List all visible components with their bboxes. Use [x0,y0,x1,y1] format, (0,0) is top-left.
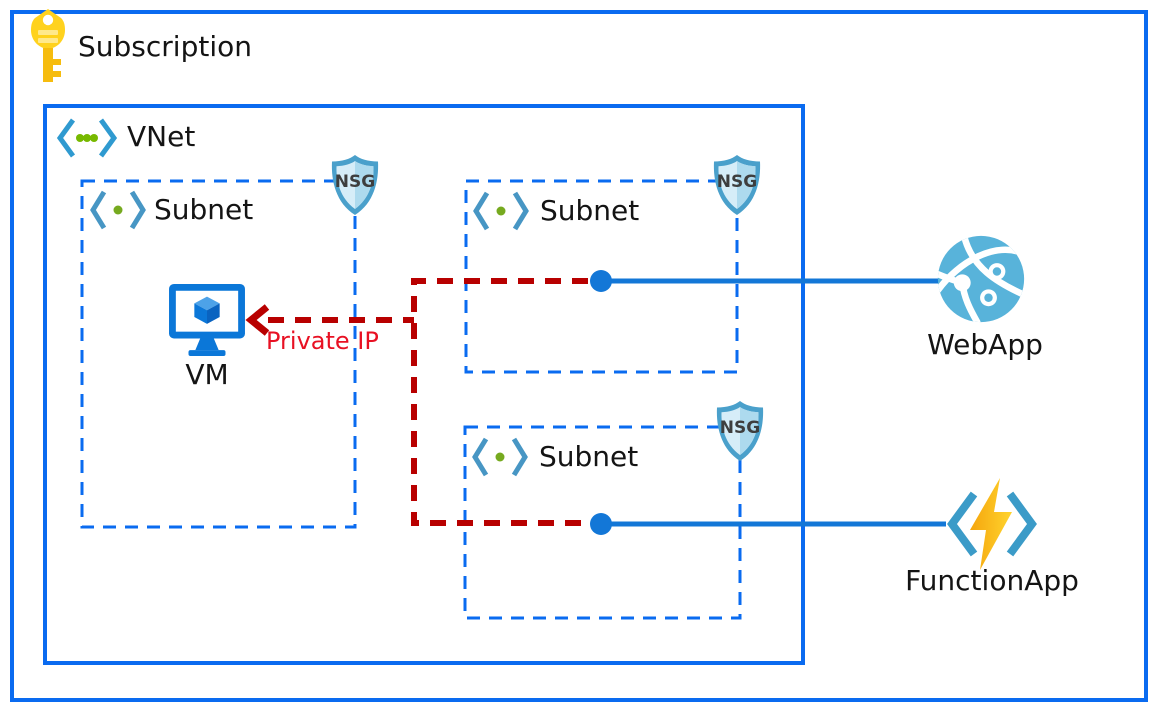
subnet-webapp-label: Subnet [540,194,640,227]
vnet-icon [56,118,118,158]
nsg-shield-icon: NSG [331,155,379,215]
nsg-label: NSG [720,418,760,438]
subscription-label: Subscription [78,30,252,63]
subscription-box [10,10,1148,702]
subnet-icon [472,437,528,477]
nsg-label: NSG [335,172,375,192]
functionapp-endpoint-dot [590,513,612,535]
functionapp-icon [947,478,1037,570]
functionapp-label: FunctionApp [905,564,1079,597]
nsg-shield-icon: NSG [713,155,761,215]
subnet-icon [90,190,146,230]
nsg-shield-icon: NSG [716,401,764,461]
private-ip-label: Private IP [266,327,379,355]
webapp-endpoint-dot [590,270,612,292]
subnet-icon [473,191,529,231]
private-ip-arrowhead [245,304,270,336]
webapp-globe-icon [937,235,1025,323]
vnet-label: VNet [127,120,196,153]
key-icon [31,9,65,82]
subnet-functionapp-label: Subnet [539,440,639,473]
subnet-left-label: Subnet [154,193,254,226]
vm-icon [169,283,245,356]
subnet-left-box [80,179,357,529]
subnet-webapp-box [464,179,739,374]
private-ip-path [411,278,588,526]
nsg-label: NSG [717,172,757,192]
vnet-box [43,104,805,665]
vm-label: VM [185,358,229,391]
webapp-label: WebApp [927,328,1043,361]
